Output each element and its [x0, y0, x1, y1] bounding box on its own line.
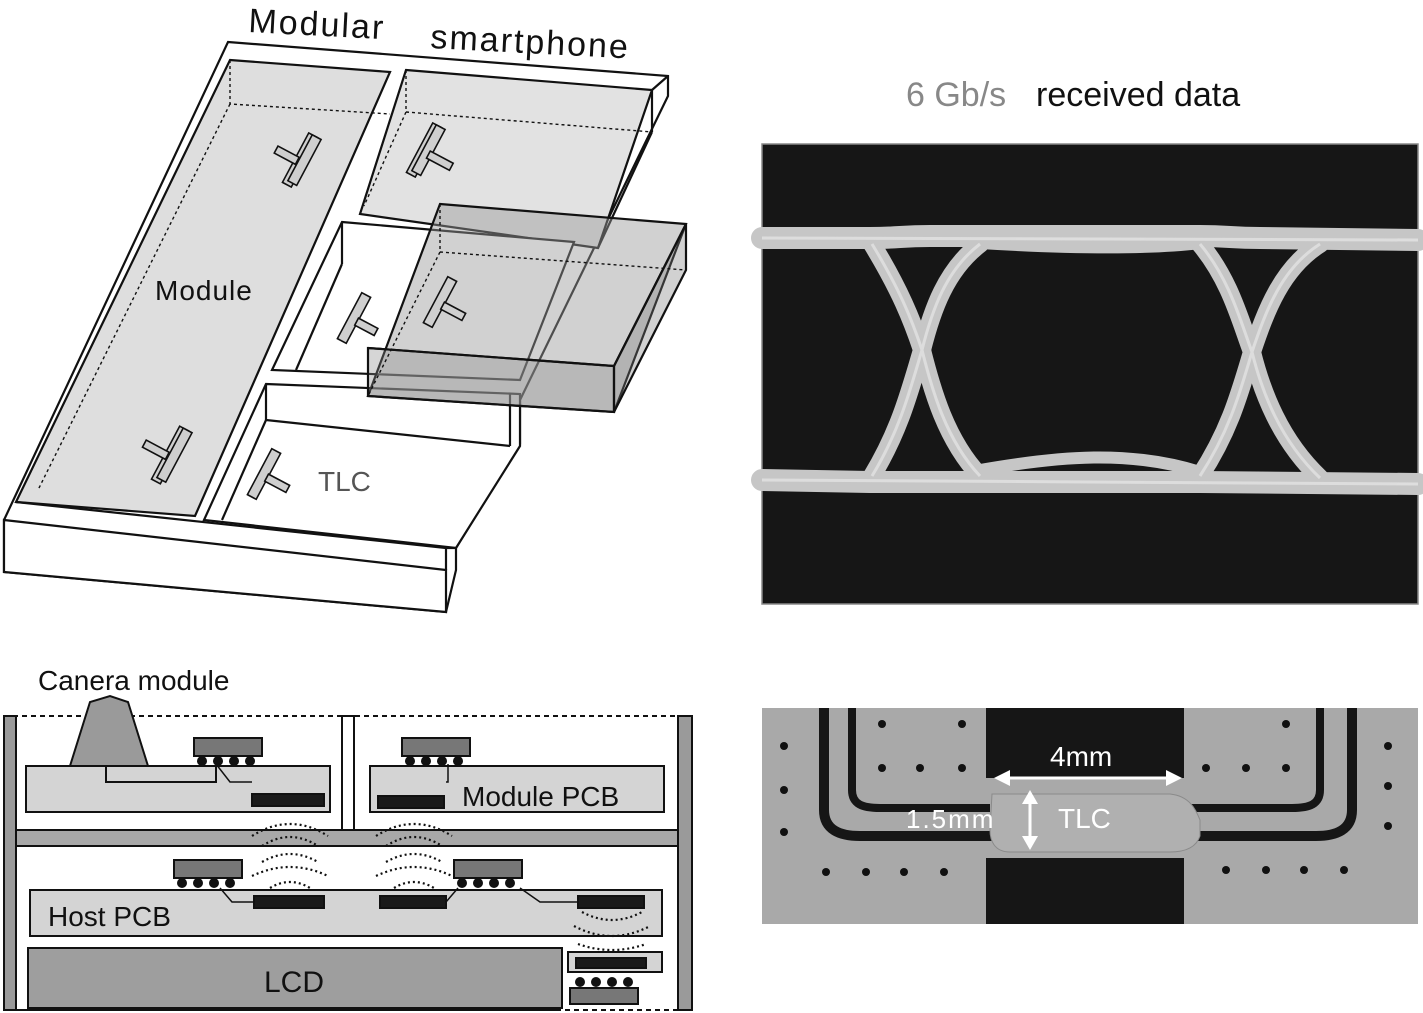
- cross-section-diagram: [3, 694, 693, 1011]
- front-wall: [2, 518, 448, 614]
- eye-title-text: received data: [1036, 76, 1240, 114]
- tlc-label-iso: TLC: [318, 466, 371, 497]
- dimension-1-5mm: 1.5mm: [906, 804, 995, 834]
- isometric-smartphone-diagram: [2, 40, 688, 614]
- tlc-label-photo: TLC: [1058, 803, 1111, 834]
- module-pcb-label: Module PCB: [462, 781, 619, 812]
- eye-diagram: [751, 143, 1423, 605]
- eye-title-rate: 6 Gb/s: [906, 76, 1006, 114]
- bottom-bay: [202, 382, 522, 550]
- lcd-label: LCD: [264, 966, 324, 999]
- dimension-4mm: 4mm: [1050, 741, 1112, 772]
- sliding-module: [366, 202, 688, 414]
- tlc-photo: [762, 708, 1418, 924]
- camera-module-label: Canera module: [38, 665, 229, 696]
- tlc-coupler-shapes: [141, 121, 467, 501]
- title-modular: Modular: [248, 2, 387, 47]
- host-pcb-label: Host PCB: [48, 901, 171, 932]
- module-label: Module: [155, 275, 253, 306]
